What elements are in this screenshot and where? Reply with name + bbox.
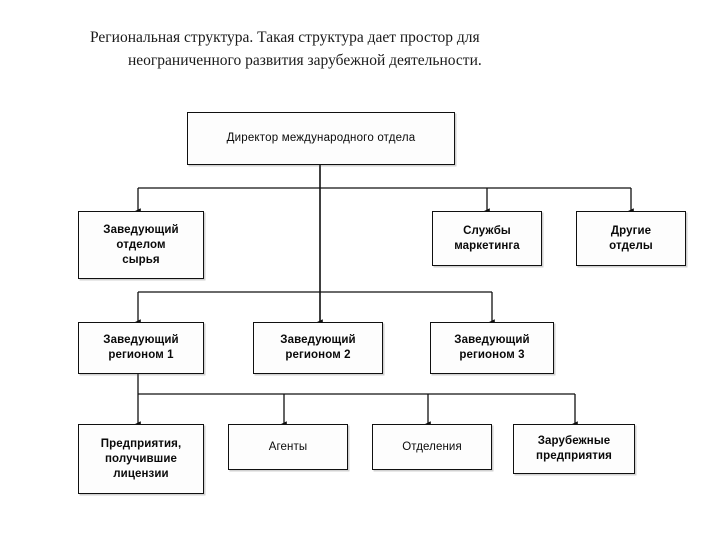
node-other-departments-line-2: отделы bbox=[609, 239, 653, 252]
node-region-1-line-2: регионом 1 bbox=[108, 349, 174, 361]
node-region-3-line-1: Заведующий bbox=[454, 334, 530, 346]
node-raw-materials-head-line-2: отделом bbox=[116, 238, 166, 251]
node-marketing-services-line-1: Службы bbox=[463, 224, 511, 237]
node-other-departments-line-1: Другие bbox=[610, 224, 652, 237]
node-region-1[interactable]: Заведующий регионом 1 bbox=[78, 322, 204, 374]
node-branches[interactable]: Отделения bbox=[372, 424, 492, 470]
node-foreign-enterprises-line-2: предприятия bbox=[536, 450, 612, 462]
node-raw-materials-head[interactable]: Заведующий отделом сырья bbox=[78, 211, 204, 279]
node-raw-materials-head-line-3: сырья bbox=[122, 253, 160, 266]
node-region-3-line-2: регионом 3 bbox=[459, 349, 525, 361]
node-agents-label: Агенты bbox=[268, 440, 308, 453]
node-licensed-enterprises-line-3: лицензии bbox=[113, 467, 169, 480]
node-region-2-line-1: Заведующий bbox=[280, 334, 356, 346]
node-other-departments[interactable]: Другие отделы bbox=[576, 211, 686, 266]
node-foreign-enterprises[interactable]: Зарубежные предприятия bbox=[513, 424, 635, 474]
title-line-1: Региональная структура. Такая структура … bbox=[90, 29, 480, 46]
node-region-2[interactable]: Заведующий регионом 2 bbox=[253, 322, 383, 374]
node-region-3[interactable]: Заведующий регионом 3 bbox=[430, 322, 554, 374]
node-licensed-enterprises-line-2: получившие bbox=[104, 452, 178, 465]
node-raw-materials-head-line-1: Заведующий bbox=[103, 223, 179, 236]
node-foreign-enterprises-line-1: Зарубежные bbox=[537, 435, 611, 447]
node-region-1-line-1: Заведующий bbox=[103, 334, 179, 346]
node-marketing-services-line-2: маркетинга bbox=[454, 239, 520, 252]
node-licensed-enterprises[interactable]: Предприятия, получившие лицензии bbox=[78, 424, 204, 494]
node-marketing-services[interactable]: Службы маркетинга bbox=[432, 211, 542, 266]
page-title: Региональная структура. Такая структура … bbox=[90, 26, 650, 72]
node-branches-label: Отделения bbox=[402, 440, 462, 453]
node-licensed-enterprises-line-1: Предприятия, bbox=[100, 437, 182, 450]
node-agents[interactable]: Агенты bbox=[228, 424, 348, 470]
node-director-label: Директор международного отдела bbox=[226, 132, 416, 144]
node-region-2-line-2: регионом 2 bbox=[285, 349, 351, 361]
node-director[interactable]: Директор международного отдела bbox=[187, 112, 455, 165]
title-line-2: неограниченного развития зарубежной деят… bbox=[128, 52, 482, 69]
